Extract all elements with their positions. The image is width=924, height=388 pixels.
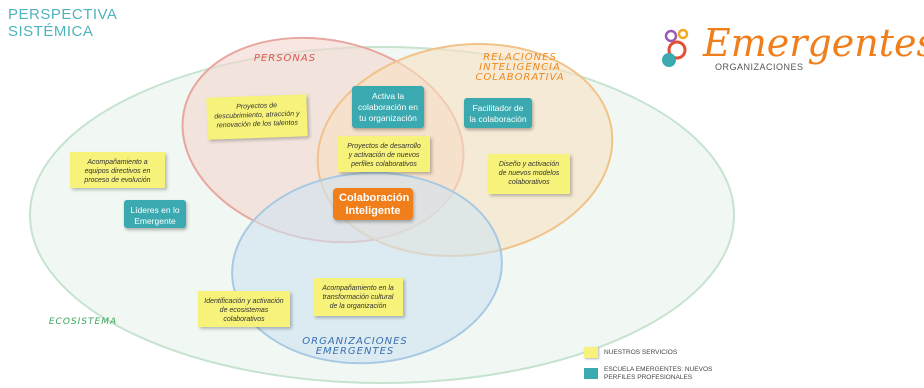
note-transformacion: Acompañamiento en la transformación cult… [313,278,403,316]
note-acompanamiento-equipos: Acompañamiento a equipos directivos en p… [70,152,165,188]
logo-mark-icon [662,28,689,67]
box-lideres: Líderes en lo Emergente [124,200,186,228]
logo: Emergentes ORGANIZACIONES [655,22,924,92]
page-title: PERSPECTIVA SISTÉMICA [8,6,117,40]
legend-servicios-label: NUESTROS SERVICIOS [604,349,678,356]
logo-name: Emergentes [703,21,924,65]
relaciones-label: RELACIONES INTELIGENCIA COLABORATIVA [475,52,565,83]
title-line-1: PERSPECTIVA [8,6,118,23]
legend-servicios-swatch [584,347,598,358]
legend-escuela-label: ESCUELA EMERGENTES: NUEVOS PERFILES PROF… [604,366,713,381]
ecosistema-label: ECOSISTEMA [48,317,118,327]
note-modelos-colaborativos: Diseño y activación de nuevos modelos co… [488,154,570,194]
note-ecosistemas: Identificación y activación de ecosistem… [198,291,290,327]
personas-label: PERSONAS [253,53,317,64]
logo-sub: ORGANIZACIONES [715,62,804,72]
legend-escuela-swatch [584,368,598,379]
note-proyectos-talentos: Proyectos de descubrimiento, atracción y… [206,94,308,140]
note-perfiles-colaborativos: Proyectos de desarrollo y activación de … [338,136,430,172]
organizaciones-label: ORGANIZACIONES EMERGENTES [302,336,408,357]
title-line-2: SISTÉMICA [8,23,94,40]
box-facilitador: Facilitador de la colaboración [464,98,532,128]
box-activa-colaboracion: Activa la colaboración en tu organizació… [352,86,424,128]
organizaciones-ellipse [231,171,503,365]
center-colaboracion-inteligente: Colaboración Inteligente [333,188,413,220]
